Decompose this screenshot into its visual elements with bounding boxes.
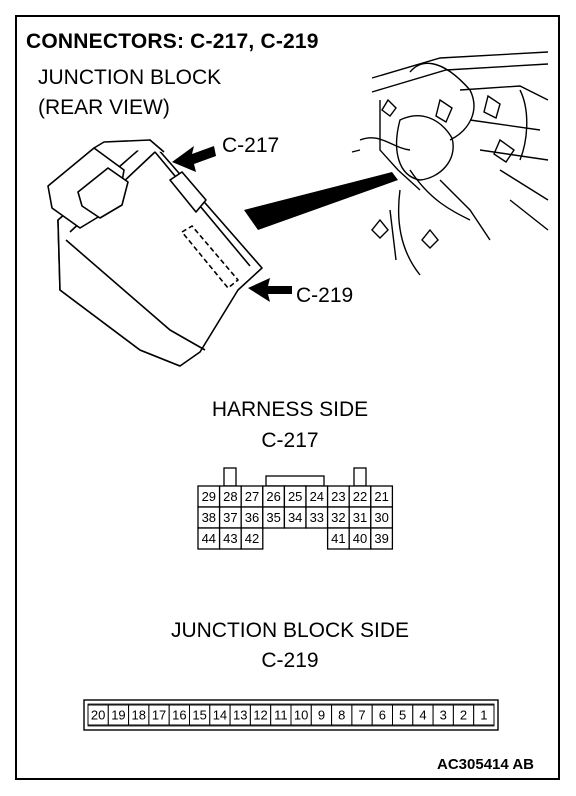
c217-pin-40-label: 40 (353, 531, 367, 546)
c217-pin-33-label: 33 (310, 510, 324, 525)
c219-pin-1-label: 1 (480, 708, 487, 723)
c219-pin-2-label: 2 (460, 708, 467, 723)
c217-pin-21-label: 21 (374, 489, 388, 504)
c217-pin-41-label: 41 (331, 531, 345, 546)
c217-pin-44-label: 44 (202, 531, 216, 546)
c217-pin-23-label: 23 (331, 489, 345, 504)
c219-pin-12-label: 12 (253, 708, 267, 723)
c219-pin-4-label: 4 (419, 708, 426, 723)
c219-pin-17-label: 17 (152, 708, 166, 723)
diagram-frame (15, 15, 560, 780)
arrow-c219 (248, 278, 292, 302)
c219-pin-11-label: 11 (274, 708, 288, 723)
c219-pin-16-label: 16 (172, 708, 186, 723)
c219-pin-15-label: 15 (192, 708, 206, 723)
junction-side-connector: C-219 (261, 649, 319, 672)
arrow-c217 (172, 146, 216, 172)
c217-pin-32-label: 32 (331, 510, 345, 525)
c217-pin-38-label: 38 (202, 510, 216, 525)
c217-pin-37-label: 37 (223, 510, 237, 525)
c219-pin-10-label: 10 (294, 708, 308, 723)
c219-pin-14-label: 14 (213, 708, 227, 723)
pointer-wedge (244, 172, 398, 230)
c217-pin-22-label: 22 (353, 489, 367, 504)
c219-pin-3-label: 3 (440, 708, 447, 723)
callout-c217-label: C-217 (222, 134, 280, 157)
c217-pin-39-label: 39 (374, 531, 388, 546)
c219-pin-8-label: 8 (338, 708, 345, 723)
c219-pin-9-label: 9 (318, 708, 325, 723)
c217-pin-29-label: 29 (202, 489, 216, 504)
subtitle-line-1: JUNCTION BLOCK (38, 66, 222, 89)
c219-pin-5-label: 5 (399, 708, 406, 723)
c217-pin-24-label: 24 (310, 489, 324, 504)
c217-pin-34-label: 34 (288, 510, 302, 525)
harness-side-connector: C-217 (261, 429, 319, 452)
c219-pin-6-label: 6 (379, 708, 386, 723)
c219-pin-7-label: 7 (358, 708, 365, 723)
junction-side-heading: JUNCTION BLOCK SIDE (170, 619, 410, 642)
c217-pin-35-label: 35 (266, 510, 280, 525)
c219-pin-20-label: 20 (91, 708, 105, 723)
figure-id: AC305414 AB (437, 756, 534, 773)
subtitle-line-2: (REAR VIEW) (38, 96, 170, 119)
c217-pin-27-label: 27 (245, 489, 259, 504)
c217-pin-28-label: 28 (223, 489, 237, 504)
c217-pin-26-label: 26 (266, 489, 280, 504)
c219-pin-13-label: 13 (233, 708, 247, 723)
harness-side-heading: HARNESS SIDE (211, 398, 369, 421)
callout-c219-label: C-219 (296, 284, 354, 307)
dashboard-wiring-sketch (351, 51, 549, 276)
c217-pin-31-label: 31 (353, 510, 367, 525)
c217-pin-30-label: 30 (374, 510, 388, 525)
c217-pin-43-label: 43 (223, 531, 237, 546)
c217-pin-39-cell (370, 527, 394, 550)
junction-block-body (47, 139, 263, 367)
c217-pin-42-cell (240, 527, 264, 550)
c217-pin-36-label: 36 (245, 510, 259, 525)
c219-pin-19-label: 19 (111, 708, 125, 723)
page-title: CONNECTORS: C-217, C-219 (26, 30, 319, 53)
c217-pin-25-label: 25 (288, 489, 302, 504)
c219-pin-1-cell (473, 704, 495, 726)
c219-pin-18-label: 18 (132, 708, 146, 723)
c217-pin-42-label: 42 (245, 531, 259, 546)
